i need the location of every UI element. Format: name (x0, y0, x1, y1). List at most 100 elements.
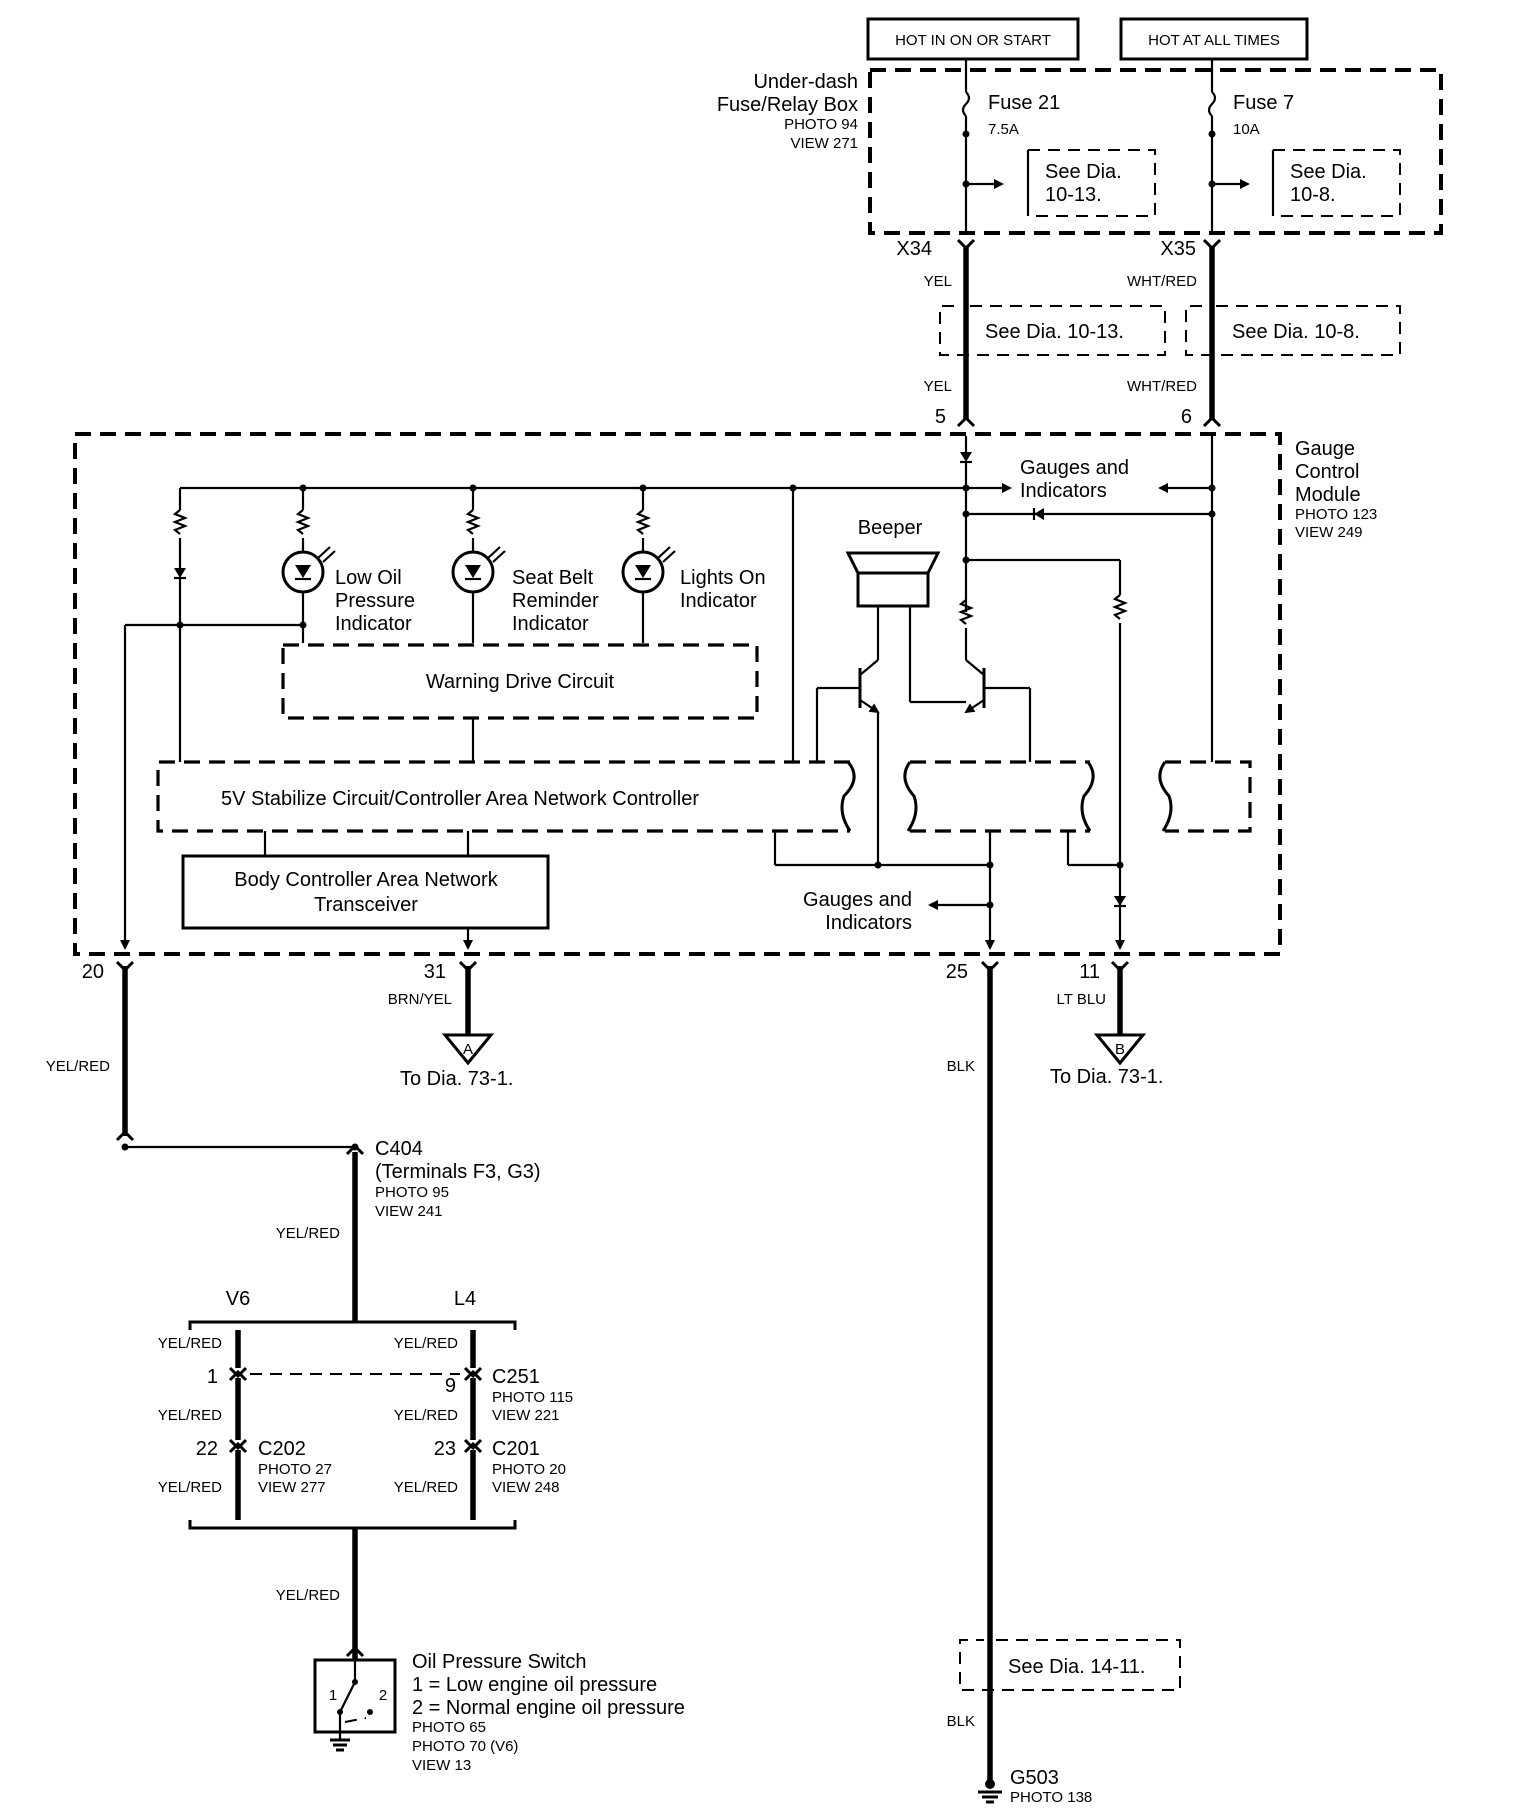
gauge-control-module: Gauge Control Module PHOTO 123 VIEW 249 … (73, 432, 1377, 956)
gcm-title-2: Control (1295, 461, 1359, 483)
gcm-view: VIEW 249 (1295, 524, 1363, 541)
switch-line-1: 1 = Low engine oil pressure (412, 1674, 657, 1696)
warning-drive-label: Warning Drive Circuit (426, 671, 615, 693)
switch-title: Oil Pressure Switch (412, 1651, 587, 1673)
c251-view: VIEW 221 (492, 1407, 560, 1424)
pin-23: 23 (434, 1438, 456, 1460)
transceiver-label-2: Transceiver (314, 894, 418, 916)
fuse-7-wire: X35 WHT/RED WHT/RED 6 (1127, 238, 1222, 428)
yel-red-label-20: YEL/RED (46, 1058, 110, 1075)
low-oil-label-2: Pressure (335, 590, 415, 612)
fuse-7-name: Fuse 7 (1233, 92, 1294, 114)
fuse-7-rating: 10A (1233, 121, 1260, 138)
fuse-21-wire: X34 YEL YEL 5 (896, 238, 976, 428)
pin-5: 5 (935, 406, 946, 428)
l4-branch: YEL/RED 9 YEL/RED 23 YEL/RED C251 PHOTO … (394, 1330, 573, 1520)
transistor-right (908, 659, 1032, 762)
see-dia-14-11-box: See Dia. 14-11. (959, 1639, 1181, 1691)
yel-red-v6-3: YEL/RED (158, 1479, 222, 1496)
resistor-right (1112, 594, 1128, 620)
beeper-label: Beeper (858, 517, 923, 539)
fuse-box-title-2: Fuse/Relay Box (717, 94, 858, 116)
fuse-box-photo: PHOTO 94 (784, 116, 858, 133)
gauges-bottom-1: Gauges and (803, 889, 912, 911)
lights-on-label-2: Indicator (680, 590, 757, 612)
switch-terminal-1: 1 (329, 1687, 337, 1704)
yel-label-lower: YEL (924, 378, 952, 395)
yel-red-label-c404: YEL/RED (276, 1225, 340, 1242)
see-dia-10-8-label: See Dia. 10-8. (1232, 321, 1360, 343)
gcm-photo: PHOTO 123 (1295, 506, 1377, 523)
ground-icon-g503 (978, 1790, 1002, 1804)
pin-20-wire: 20 YEL/RED (46, 960, 365, 1310)
x34-label: X34 (896, 238, 932, 260)
switch-photo-2: PHOTO 70 (V6) (412, 1738, 518, 1755)
hot-at-all-times-label: HOT AT ALL TIMES (1148, 32, 1280, 49)
yel-red-v6-2: YEL/RED (158, 1407, 222, 1424)
c404-name: C404 (375, 1138, 423, 1160)
pin-25-wire: 25 BLK BLK (946, 960, 1000, 1782)
switch-photo-1: PHOTO 65 (412, 1719, 486, 1736)
marker-a (441, 1033, 495, 1066)
fuse-box-title-1: Under-dash (753, 71, 858, 93)
transceiver-label-1: Body Controller Area Network (234, 869, 498, 891)
pin-31: 31 (424, 961, 446, 983)
diode-pin11 (1114, 896, 1126, 906)
switch-line-2: 2 = Normal engine oil pressure (412, 1697, 685, 1719)
hot-in-on-or-start-label: HOT IN ON OR START (895, 32, 1051, 49)
switch-view: VIEW 13 (412, 1757, 471, 1774)
stabilize-label: 5V Stabilize Circuit/Controller Area Net… (221, 788, 699, 810)
marker-b (1093, 1033, 1147, 1066)
fuse-7-see-1: See Dia. (1290, 161, 1367, 183)
c202-view: VIEW 277 (258, 1479, 326, 1496)
yel-red-l4-1: YEL/RED (394, 1335, 458, 1352)
diode-pin5 (960, 452, 972, 462)
hot-in-on-or-start-box: HOT IN ON OR START (866, 17, 1080, 61)
c404-terminals: (Terminals F3, G3) (375, 1161, 541, 1183)
g503-name: G503 (1010, 1767, 1059, 1789)
pin-11: 11 (1079, 961, 1100, 983)
oil-pressure-switch: 1 2 Oil Pressure Switch 1 = Low engine o… (313, 1645, 685, 1774)
fuse-21-symbol (961, 91, 971, 117)
marker-b-label: B (1115, 1041, 1125, 1058)
gcm-title-3: Module (1295, 484, 1361, 506)
pin-6: 6 (1181, 406, 1192, 428)
seat-belt-label-1: Seat Belt (512, 567, 594, 589)
lights-on-label-1: Lights On (680, 567, 766, 589)
resistor-mid (958, 599, 974, 625)
gauges-top-1: Gauges and (1020, 457, 1129, 479)
yel-label-upper: YEL (924, 273, 952, 290)
l4-label: L4 (454, 1288, 476, 1310)
beeper-symbol (845, 551, 941, 608)
marker-a-label: A (463, 1041, 473, 1058)
pin-9: 9 (445, 1375, 456, 1397)
pin-1: 1 (207, 1366, 218, 1388)
yel-red-label-switch: YEL/RED (276, 1587, 340, 1604)
pin-22: 22 (196, 1438, 218, 1460)
c404-photo: PHOTO 95 (375, 1184, 449, 1201)
seat-belt-label-3: Indicator (512, 613, 589, 635)
transistor-left (815, 650, 880, 865)
fuse-21-see-2: 10-13. (1045, 184, 1102, 206)
c404-connector: C404 (Terminals F3, G3) PHOTO 95 VIEW 24… (276, 1138, 541, 1242)
c202-photo: PHOTO 27 (258, 1461, 332, 1478)
fuse-7-see-2: 10-8. (1290, 184, 1336, 206)
fuse-21-rating: 7.5A (988, 121, 1019, 138)
c404-view: VIEW 241 (375, 1203, 443, 1220)
gauges-top-2: Indicators (1020, 480, 1107, 502)
blk-label-upper: BLK (947, 1058, 975, 1075)
c251-name: C251 (492, 1366, 540, 1388)
gauges-bottom-2: Indicators (825, 912, 912, 934)
wht-red-label-lower: WHT/RED (1127, 378, 1197, 395)
g503-ground: G503 PHOTO 138 (978, 1767, 1092, 1806)
diode-pin6 (1034, 508, 1044, 520)
low-oil-lamp (281, 546, 336, 594)
fuse-21-name: Fuse 21 (988, 92, 1060, 114)
yel-red-v6-1: YEL/RED (158, 1335, 222, 1352)
seat-belt-lamp (451, 546, 506, 594)
pin-20: 20 (82, 961, 104, 983)
resistor-left (172, 509, 188, 535)
switch-terminal-2: 2 (379, 1687, 387, 1704)
x35-label: X35 (1160, 238, 1196, 260)
